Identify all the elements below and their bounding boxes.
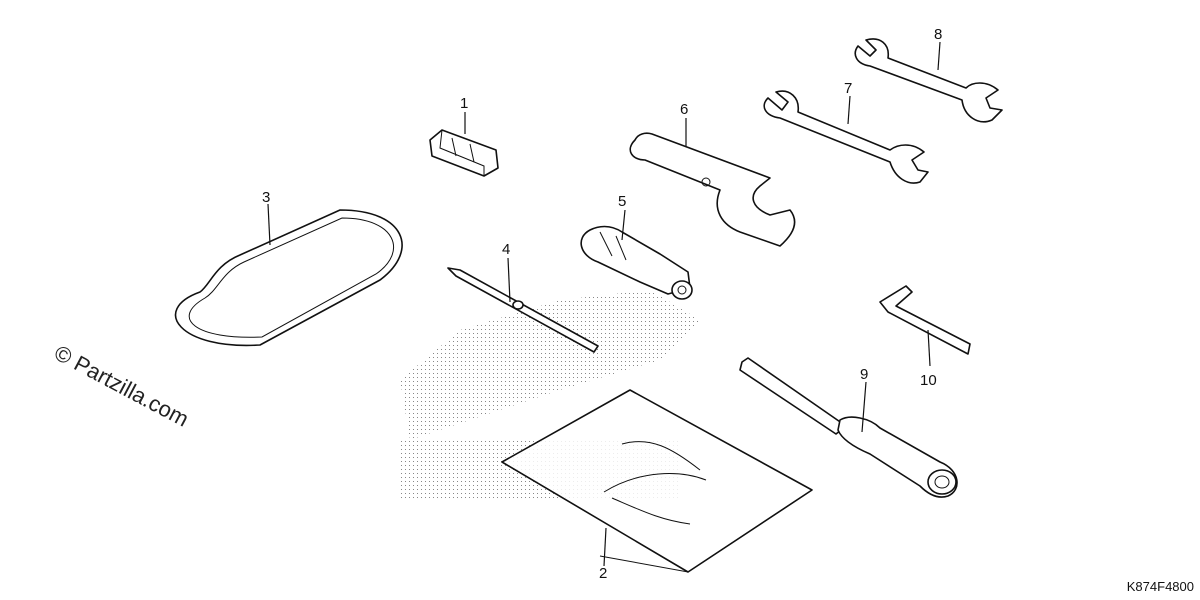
label-8: 6 xyxy=(680,101,688,118)
part-pin-spanner[interactable]: 6 xyxy=(629,101,796,247)
label-2: 2 xyxy=(599,565,607,582)
label-10: 10 xyxy=(920,372,937,389)
label-3: 3 xyxy=(262,189,270,206)
label-7: 8 xyxy=(934,26,942,43)
part-screwdriver-handle[interactable]: 5 xyxy=(580,193,693,300)
part-spark-plug-wrench[interactable]: 9 xyxy=(739,357,958,498)
part-screwdriver-blade[interactable]: 4 xyxy=(447,241,599,353)
part-wrench-small[interactable]: 8 xyxy=(854,26,1003,123)
label-4: 4 xyxy=(502,241,510,258)
label-6: 7 xyxy=(844,80,852,97)
part-belt[interactable]: 3 xyxy=(174,189,403,347)
diagram-code: K874F4800 xyxy=(1126,579,1194,594)
label-1: 1 xyxy=(460,95,468,112)
part-hex-key[interactable]: 10 xyxy=(879,285,971,389)
part-manual-bag[interactable]: 2 xyxy=(501,389,813,582)
part-clip[interactable]: 1 xyxy=(429,95,499,177)
label-9: 9 xyxy=(860,366,868,383)
part-wrench-10x12[interactable]: 7 xyxy=(763,80,929,184)
label-5: 5 xyxy=(618,193,626,210)
